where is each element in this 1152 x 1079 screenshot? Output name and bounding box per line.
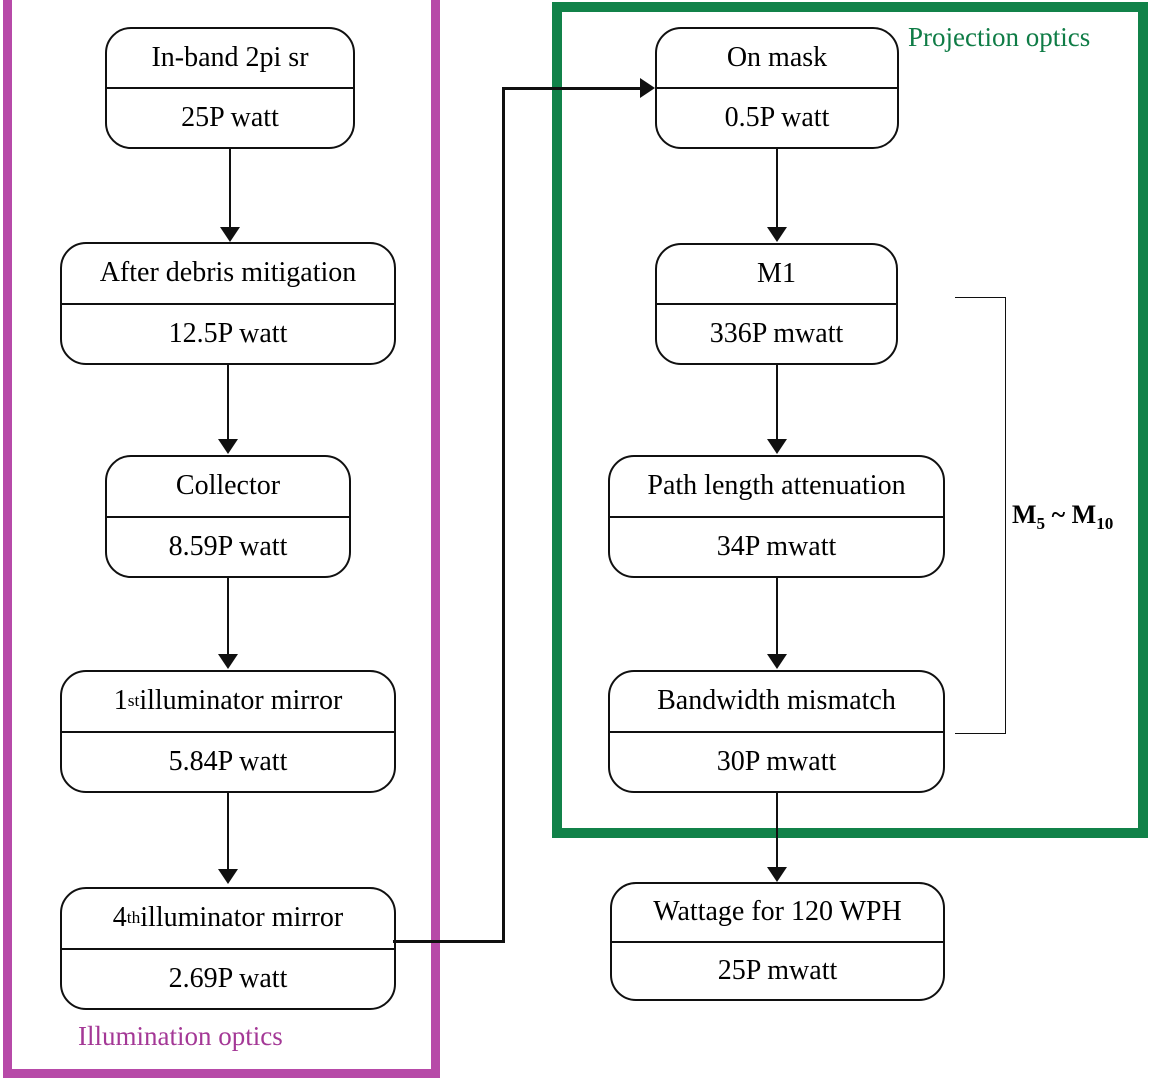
node-collector-title: Collector — [107, 457, 349, 518]
arrowhead-fourth-mirror — [218, 869, 238, 884]
ordinal-number: 1 — [113, 685, 128, 717]
node-collector[interactable]: Collector 8.59P watt — [105, 455, 351, 578]
edge-path-length-to-bandwidth — [775, 578, 779, 656]
arrowhead-path-length — [767, 439, 787, 454]
node-on-mask-value: 0.5P watt — [724, 102, 830, 133]
node-after-debris-title: After debris mitigation — [62, 244, 394, 305]
node-on-mask[interactable]: On mask 0.5P watt — [655, 27, 899, 149]
node-bandwidth-mismatch-value: 30P mwatt — [716, 745, 837, 777]
edge-collector-to-first-mirror — [226, 578, 230, 656]
arrowhead-collector — [218, 439, 238, 454]
node-after-debris[interactable]: After debris mitigation 12.5P watt — [60, 242, 396, 365]
mirror-range-label: M5 ~ M10 — [1012, 500, 1113, 533]
node-bandwidth-mismatch-title: Bandwidth mismatch — [610, 672, 943, 733]
projection-optics-label: Projection optics — [908, 22, 1091, 52]
arrowhead-wattage — [767, 867, 787, 882]
arrowhead-on-mask — [640, 78, 655, 98]
edge-fourth-mirror-to-on-mask-segment-riser — [502, 87, 505, 942]
mirror-range-label-m-to: M — [1071, 500, 1097, 529]
mirror-range-label-sub-from: 5 — [1036, 514, 1046, 534]
node-after-debris-value: 12.5P watt — [168, 317, 288, 349]
edge-fourth-mirror-to-on-mask-segment-top — [502, 87, 642, 90]
node-in-band-value: 25P watt — [181, 102, 279, 133]
node-fourth-illuminator-mirror-value: 2.69P watt — [168, 962, 288, 994]
node-collector-value: 8.59P watt — [168, 530, 288, 562]
edge-on-mask-to-m1 — [775, 149, 779, 229]
arrowhead-first-mirror — [218, 654, 238, 669]
illumination-optics-label: Illumination optics — [78, 1021, 283, 1051]
node-on-mask-title: On mask — [657, 29, 897, 89]
node-wattage-120-wph-value: 25P mwatt — [717, 954, 838, 986]
node-path-length-attenuation-value: 34P mwatt — [716, 530, 837, 562]
edge-fourth-mirror-to-on-mask-segment-bottom — [393, 940, 505, 943]
node-in-band-title: In-band 2pi sr — [107, 29, 353, 89]
node-m1-title: M1 — [657, 245, 896, 305]
edge-after-debris-to-collector — [226, 365, 230, 441]
mirror-range-bracket — [955, 297, 1006, 734]
mirror-range-label-tilde: ~ — [1045, 500, 1072, 529]
ordinal-rest: illuminator mirror — [139, 685, 343, 717]
node-path-length-attenuation-title: Path length attenuation — [610, 457, 943, 518]
mirror-range-label-m-from: M — [1012, 500, 1037, 529]
ordinal-number: 4 — [112, 902, 127, 934]
edge-bandwidth-to-wattage — [775, 793, 779, 869]
mirror-range-label-sub-to: 10 — [1096, 514, 1114, 534]
edge-in-band-to-after-debris — [228, 149, 232, 229]
node-m1[interactable]: M1 336P mwatt — [655, 243, 898, 365]
arrowhead-bandwidth — [767, 654, 787, 669]
node-wattage-120-wph[interactable]: Wattage for 120 WPH 25P mwatt — [610, 882, 945, 1001]
arrowhead-m1 — [767, 227, 787, 242]
node-first-illuminator-mirror-value: 5.84P watt — [168, 745, 288, 777]
illumination-optics-group — [3, 0, 440, 1078]
projection-optics-group — [552, 2, 1148, 838]
node-path-length-attenuation[interactable]: Path length attenuation 34P mwatt — [608, 455, 945, 578]
node-bandwidth-mismatch[interactable]: Bandwidth mismatch 30P mwatt — [608, 670, 945, 793]
node-wattage-120-wph-title: Wattage for 120 WPH — [612, 884, 943, 943]
arrowhead-after-debris — [220, 227, 240, 242]
node-in-band[interactable]: In-band 2pi sr 25P watt — [105, 27, 355, 149]
edge-first-mirror-to-fourth-mirror — [226, 793, 230, 871]
ordinal-rest: illuminator mirror — [140, 902, 344, 934]
node-m1-value: 336P mwatt — [709, 318, 844, 349]
edge-m1-to-path-length — [775, 365, 779, 441]
